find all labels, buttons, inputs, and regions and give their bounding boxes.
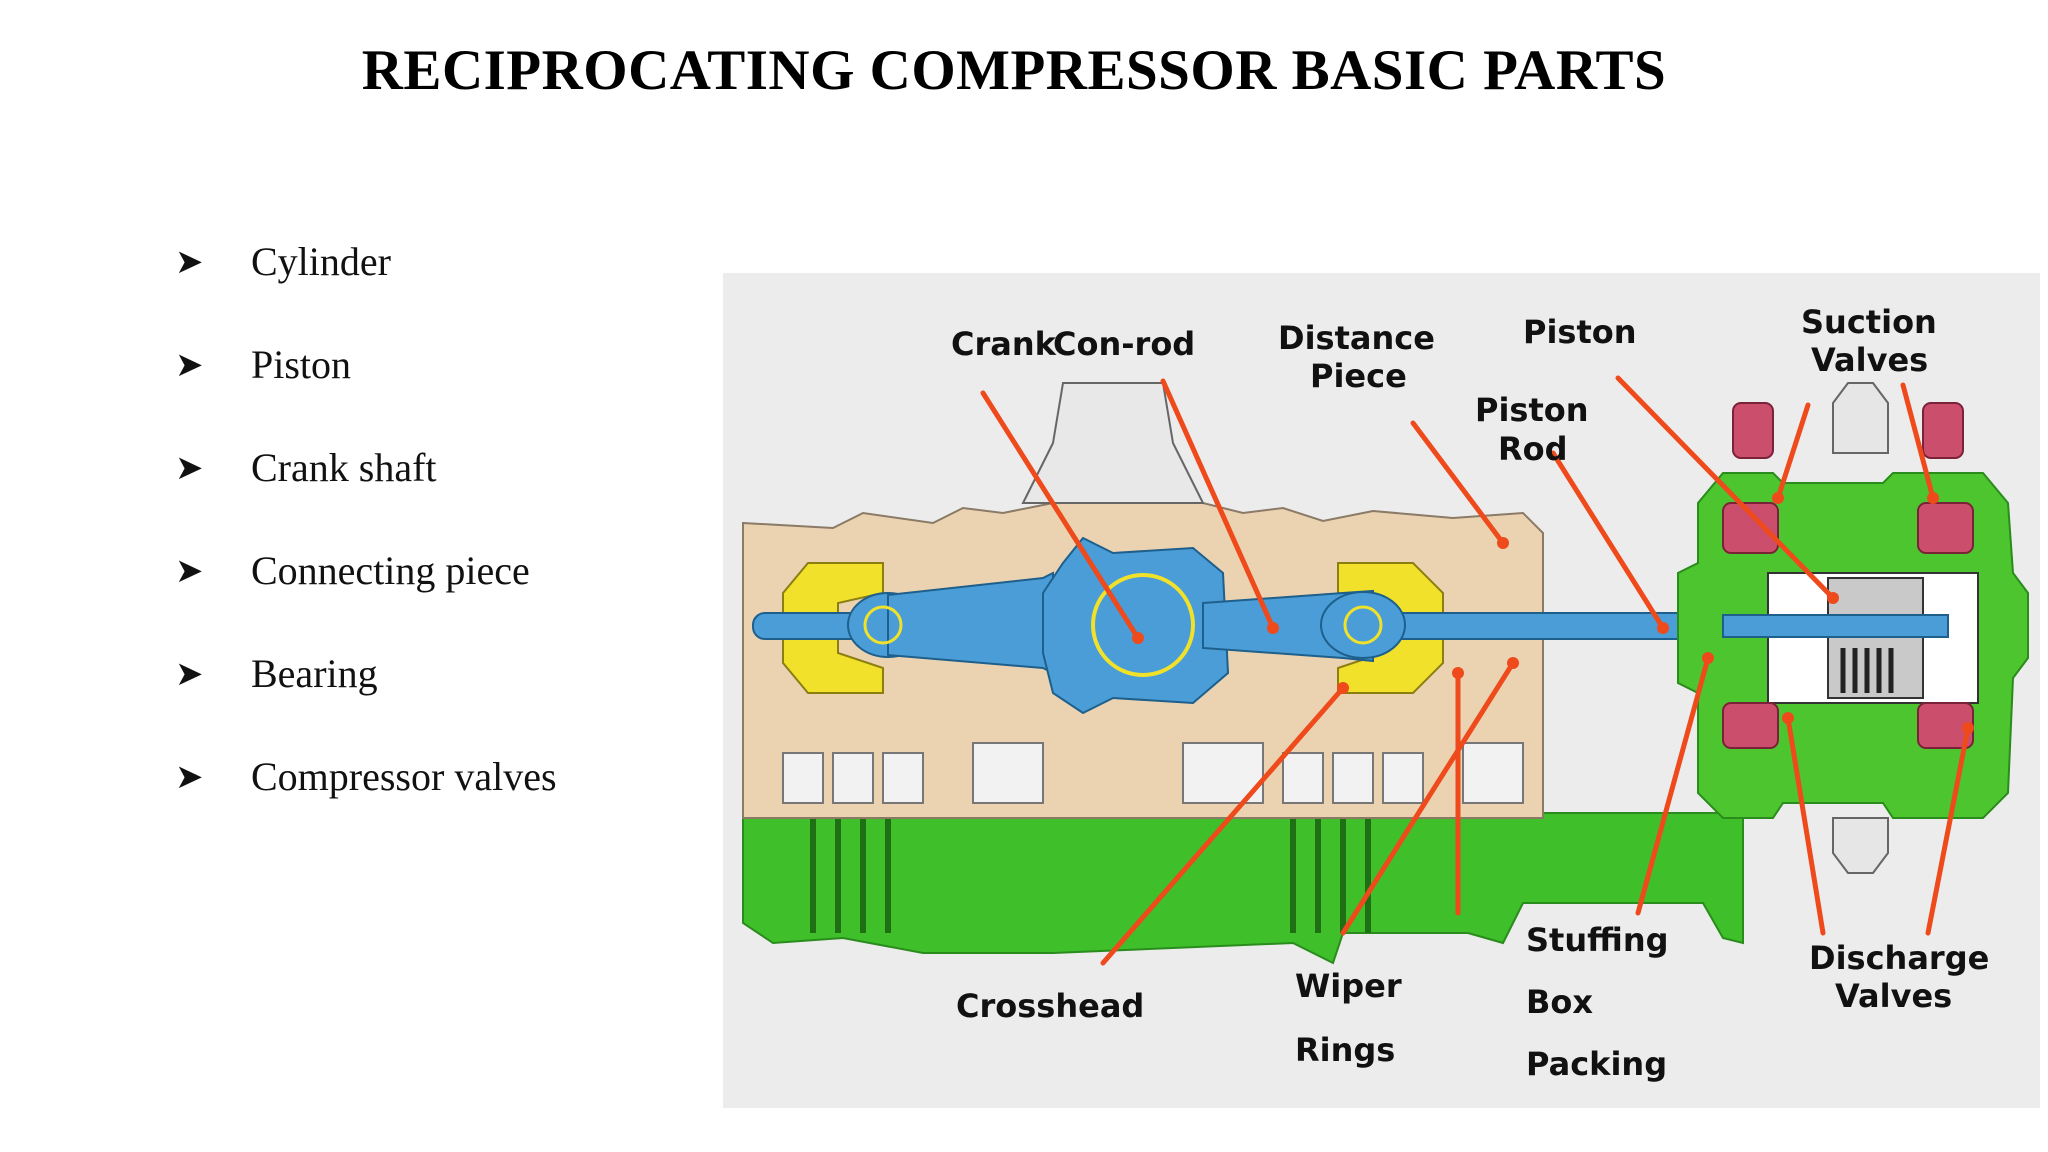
- label-crank: Crank: [951, 325, 1057, 363]
- label-piston: Piston: [1523, 313, 1637, 351]
- list-item: ➤ Cylinder: [175, 210, 557, 313]
- arrowhead-bullet-icon: ➤: [175, 449, 204, 487]
- label-distance-piece-line1: Distance: [1278, 319, 1435, 357]
- label-distance-piece-line2: Piece: [1310, 357, 1407, 395]
- label-suction-valves-line2: Valves: [1811, 341, 1928, 379]
- list-item-label: Piston: [251, 342, 352, 387]
- label-stuffing-box-line2: Box: [1526, 983, 1593, 1021]
- frame-top-housing: [1021, 382, 1205, 504]
- crank-pin: [1091, 573, 1195, 677]
- list-item-label: Bearing: [251, 651, 378, 696]
- valve-cover-bottom: [1832, 817, 1889, 874]
- frame-feet: [782, 742, 1524, 804]
- crosshead-pin-left: [863, 605, 903, 645]
- label-wiper-rings-line1: Wiper: [1295, 967, 1402, 1005]
- list-item: ➤ Crank shaft: [175, 416, 557, 519]
- arrowhead-bullet-icon: ➤: [175, 758, 204, 796]
- list-item: ➤ Bearing: [175, 622, 557, 725]
- cylinder-piston-rod: [1722, 614, 1949, 638]
- label-stuffing-box-line3: Packing: [1526, 1045, 1667, 1083]
- crankshaft-web: [1042, 536, 1230, 715]
- list-item-label: Connecting piece: [251, 548, 530, 593]
- page-title: RECIPROCATING COMPRESSOR BASIC PARTS: [361, 39, 1667, 102]
- crosshead-right: [1320, 591, 1406, 659]
- list-item: ➤ Connecting piece: [175, 519, 557, 622]
- suction-valve-right: [1917, 402, 1974, 554]
- arrowhead-icons: [1132, 492, 1974, 734]
- list-item: ➤ Piston: [175, 313, 557, 416]
- arrowhead-bullet-icon: ➤: [175, 346, 204, 384]
- compressor-diagram: Crank Con-rod Distance Piece Piston Pist…: [723, 273, 2040, 1108]
- label-stuffing-box-line1: Stuffing: [1526, 921, 1669, 959]
- discharge-valve-left: [1722, 702, 1779, 749]
- label-piston-rod-line2: Rod: [1498, 430, 1568, 468]
- crosshead-pin-right: [1343, 605, 1383, 645]
- label-discharge-valves-line2: Valves: [1835, 977, 1952, 1015]
- list-item: ➤ Compressor valves: [175, 725, 557, 828]
- label-suction-valves-line1: Suction: [1801, 303, 1937, 341]
- list-item-label: Crank shaft: [251, 445, 437, 490]
- suction-valve-left: [1722, 402, 1779, 554]
- label-crosshead: Crosshead: [956, 987, 1144, 1025]
- arrowhead-bullet-icon: ➤: [175, 552, 204, 590]
- list-item-label: Cylinder: [251, 239, 391, 284]
- valve-cover-top: [1832, 382, 1889, 454]
- arrowhead-bullet-icon: ➤: [175, 243, 204, 281]
- label-wiper-rings-line2: Rings: [1295, 1031, 1395, 1069]
- arrowhead-bullet-icon: ➤: [175, 655, 204, 693]
- label-piston-rod-line1: Piston: [1475, 391, 1589, 429]
- foundation-ribs: [810, 818, 1371, 933]
- list-item-label: Compressor valves: [251, 754, 557, 799]
- leader-arrows: [980, 375, 1971, 966]
- label-discharge-valves-line1: Discharge: [1809, 939, 1989, 977]
- label-con-rod: Con-rod: [1053, 325, 1195, 363]
- parts-list: ➤ Cylinder ➤ Piston ➤ Crank shaft ➤ Connecti…: [175, 210, 557, 828]
